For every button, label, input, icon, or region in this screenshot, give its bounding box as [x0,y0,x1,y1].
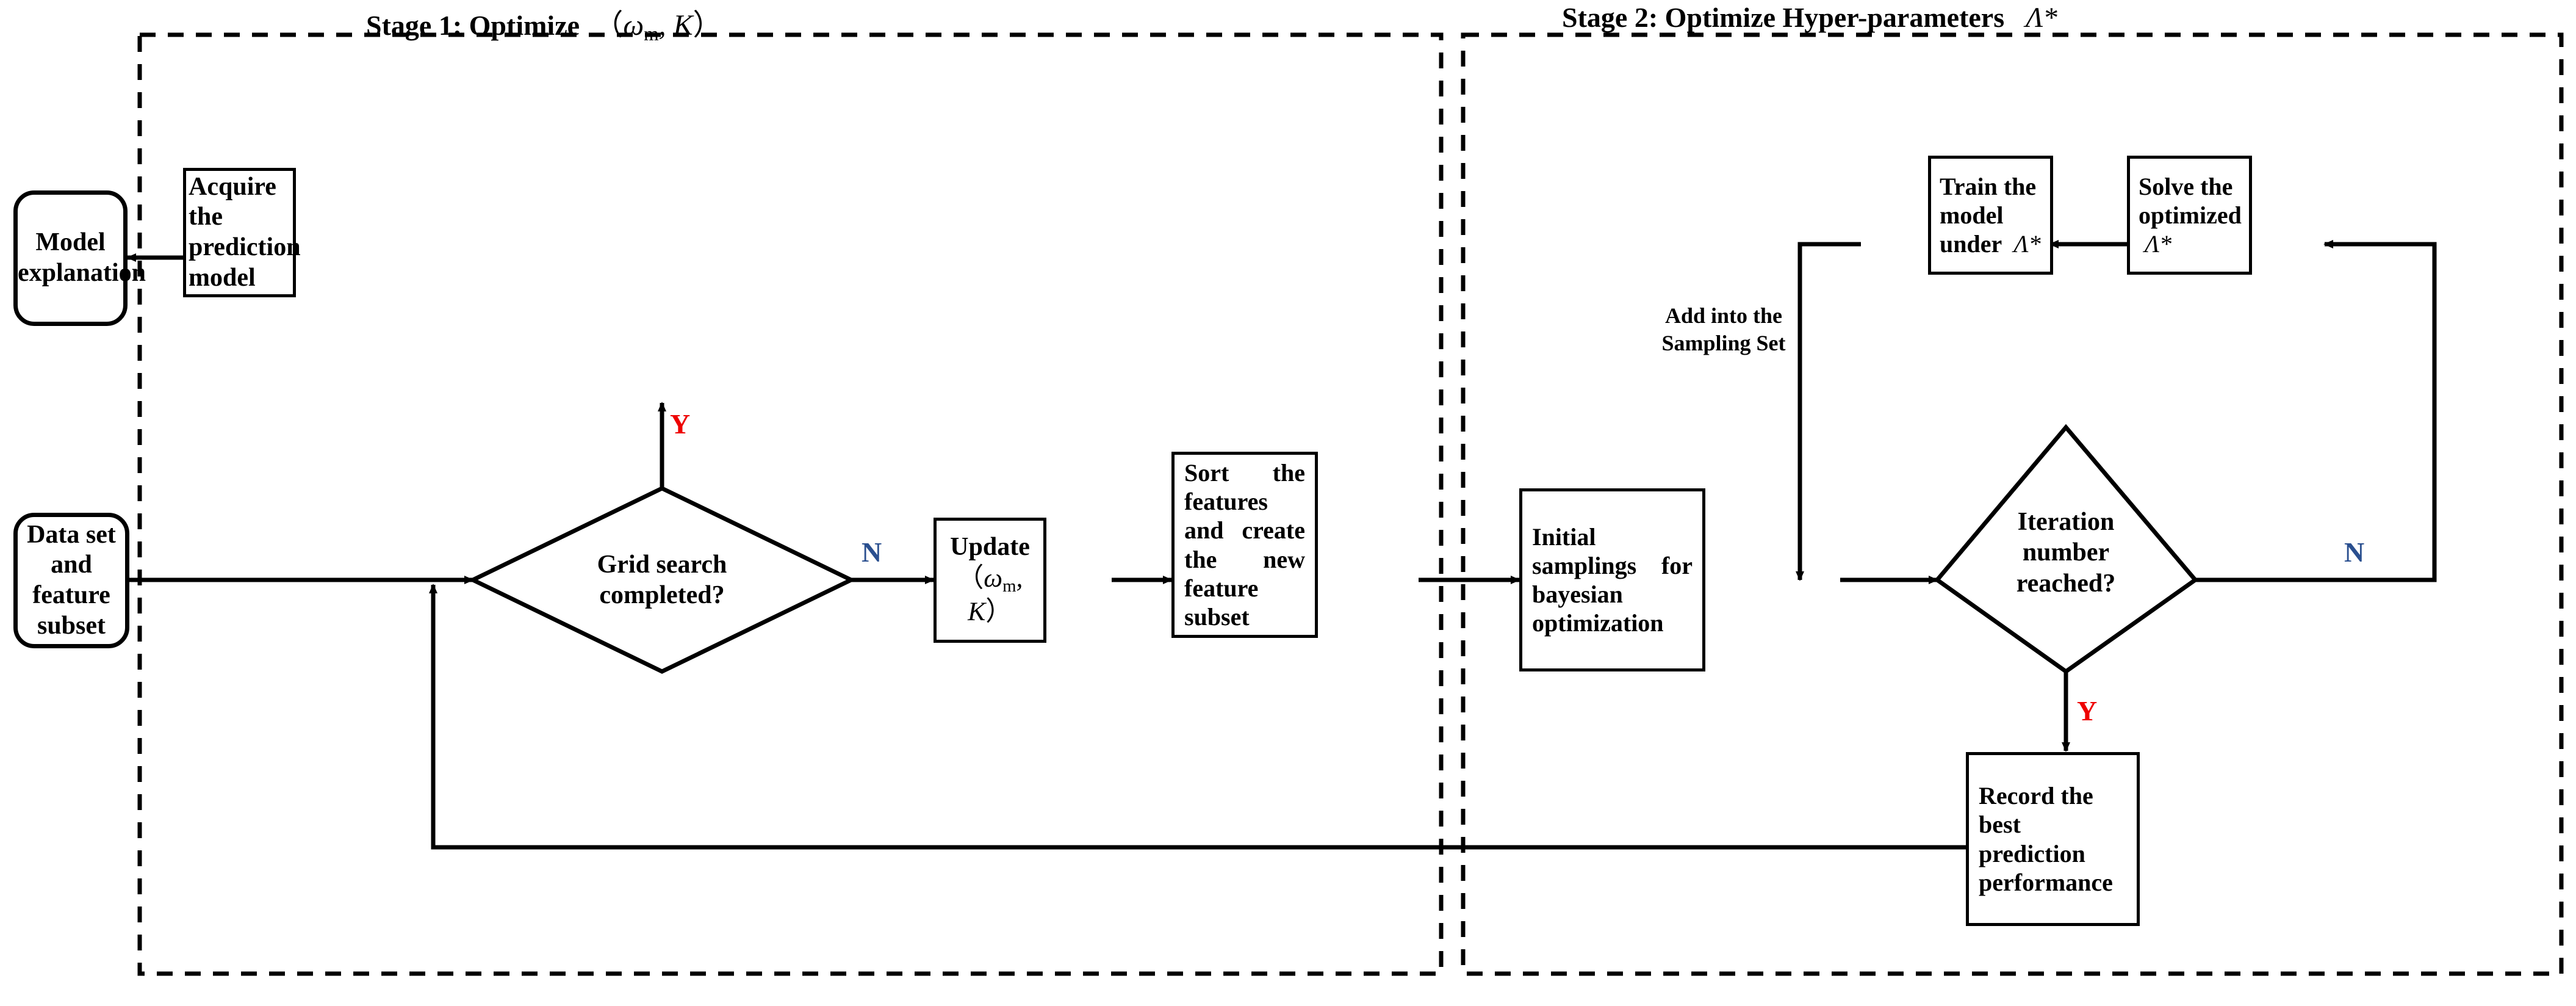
solve-lambda: Λ* [2139,230,2172,258]
record-line3: performance [1979,868,2113,896]
data-set-line1: Data set and [27,520,116,579]
stage1-dashed-boundary [137,32,1444,976]
decision-iteration-number [1934,424,2199,675]
label-add-into-sampling-set: Add into the Sampling Set [1623,302,1824,357]
stage2-dashed-boundary [1461,32,2564,976]
node-update-params[interactable]: Update （ωm, K） [934,518,1046,643]
node-data-set[interactable]: Data set and feature subset [13,513,129,648]
node-initial-samplings[interactable]: Initial samplings for bayesian optimizat… [1519,488,1705,671]
record-line1: Record the best [1979,782,2093,839]
update-formula: （ωm, K） [957,563,1023,627]
add-sampling-line2: Sampling Set [1661,331,1786,355]
edge-label-grid-no: N [862,537,882,568]
iteration-line1: Iteration [2017,508,2115,536]
sort-features-text: Sort the features and create the new fea… [1184,458,1305,631]
acquire-line3: model [189,263,256,292]
edge-record-return-line [431,610,1966,850]
stage2-title-text: Stage 2: Optimize Hyper-parameters [1562,2,2005,33]
model-explanation-line1: Model [35,228,106,257]
model-explanation-line2: explanation [18,259,146,287]
add-sampling-line1: Add into the [1664,303,1783,328]
node-model-explanation[interactable]: Model explanation [13,190,146,326]
iteration-line2: number [2022,538,2110,567]
decision-grid-search-label: Grid search completed? [509,549,815,611]
stage1-title-text: Stage 1: Optimize [366,10,580,41]
edge-label-iteration-yes: Y [2077,695,2098,726]
update-line1: Update [950,533,1030,562]
node-sort-features[interactable]: Sort the features and create the new fea… [1171,452,1318,638]
stage1-title-formula: （ωm, K） [586,9,722,45]
initial-samplings-text: Initial samplings for bayesian optimizat… [1532,523,1693,637]
data-set-line2: feature subset [32,581,110,640]
acquire-line2: prediction [189,233,301,261]
grid-search-line1: Grid search [597,551,727,579]
edge-train-to-sampling [1797,242,1861,580]
solve-line2: optimized [2139,201,2242,229]
node-acquire-prediction-model[interactable]: Acquire the prediction model [183,168,301,297]
stage1-title: Stage 1: Optimize （ωm, K） [366,1,722,45]
stage2-title-formula: Λ* [2011,2,2057,34]
node-train-model[interactable]: Train the model under Λ* [1928,156,2053,275]
iteration-line3: reached? [2016,569,2116,598]
node-record-best[interactable]: Record the best prediction performance [1966,752,2140,926]
train-model-lambda: Λ* [2007,230,2041,258]
acquire-line1: Acquire the [189,172,276,231]
stage2-title: Stage 2: Optimize Hyper-parameters Λ* [1562,1,2057,34]
record-line2: prediction [1979,839,2085,867]
train-model-line2: under [1940,230,2002,258]
train-model-line1: Train the model [1940,172,2037,229]
decision-iteration-label: Iteration number reached? [1944,507,2188,599]
solve-line1: Solve the [2139,172,2233,200]
edge-iteration-no-loop [2195,240,2437,582]
decision-grid-search [467,486,857,674]
edge-label-grid-yes: Y [670,408,691,440]
grid-search-line2: completed? [599,581,725,610]
node-solve-optimized[interactable]: Solve the optimized Λ* [2127,156,2252,275]
edge-label-iteration-no: N [2344,537,2365,568]
